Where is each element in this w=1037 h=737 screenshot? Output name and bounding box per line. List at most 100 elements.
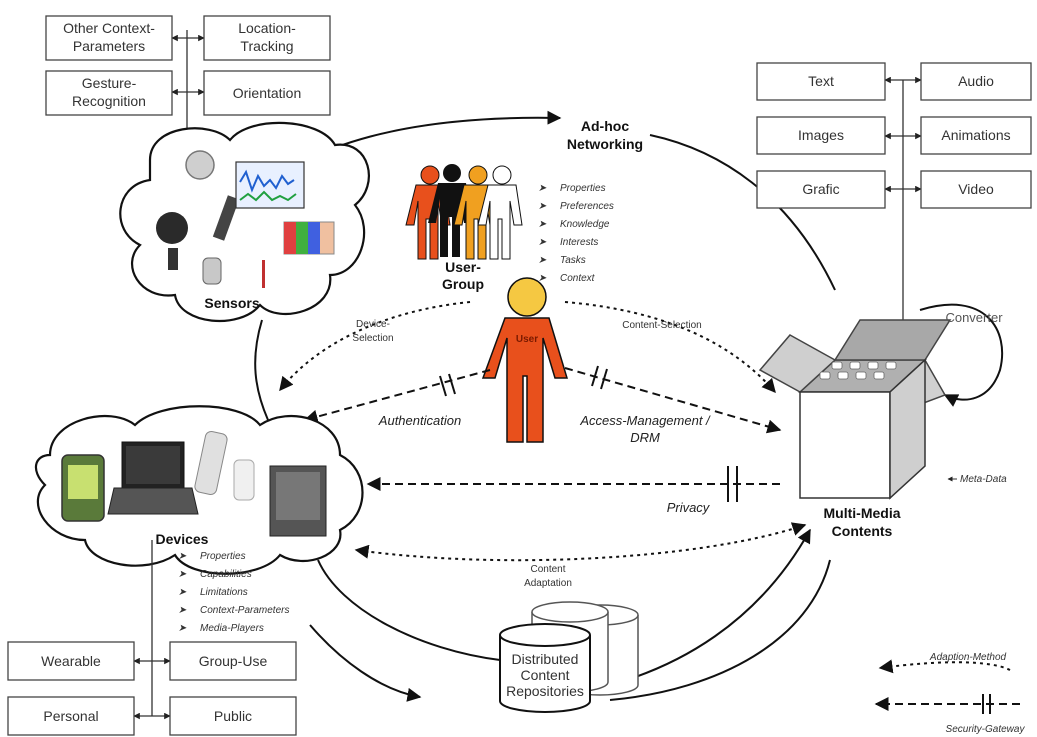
sensors-label: Sensors [204,295,259,311]
user-group-attribute-bullet-icon: ➤ [538,219,547,230]
text-label: Text [808,73,834,89]
grafic-label: Grafic [802,181,839,197]
public-box [169,696,297,736]
location-tracking-label-2: Tracking [240,38,293,54]
audio-box [920,62,1032,101]
device-attribute-bullet-icon: ➤ [178,569,187,580]
auth-security-gateway [439,373,456,397]
gesture-recognition-label-1: Gesture- [82,75,137,91]
repo-label-1: Distributed [512,651,579,667]
grafic-box [756,170,886,209]
user-label: User [516,334,538,345]
gesture-recognition-box [45,70,173,116]
group-use-label: Group-Use [199,653,268,669]
video-label: Video [958,181,994,197]
adhoc-label-1: Ad-hoc [581,118,629,134]
orientation-box [203,70,331,116]
gesture-recognition-label-2: Recognition [72,93,146,109]
access-management-label-2: DRM [630,430,660,445]
user-group-attribute-bullet-icon: ➤ [538,255,547,266]
images-box [756,116,886,155]
user-group-attribute-bullet-icon: ➤ [538,183,547,194]
personal-box [7,696,135,736]
wearable-box [7,641,135,681]
phone-icon [194,431,228,495]
other-context-label-2: Parameters [73,38,145,54]
user-group-label-1: User- [445,259,481,275]
privacy-security-gateway [727,466,738,502]
privacy-label: Privacy [667,500,711,515]
orientation-label: Orientation [233,85,301,101]
audio-label: Audio [958,73,994,89]
video-box [920,170,1032,209]
access-management-label-1: Access-Management / [579,413,711,428]
meta-data-label: Meta-Data [960,474,1007,485]
user-group-attribute-bullet-icon: ➤ [538,201,547,212]
camera-icon [156,212,188,244]
legend-security-gateway: Security-Gateway [946,724,1026,735]
device-attribute-item: Limitations [200,587,248,598]
user-group-attribute-item: Knowledge [560,219,610,230]
animations-box [920,116,1032,155]
content-adaptation-label-2: Adaptation [524,578,572,589]
media-type-boxes: Text Audio Images Animations Grafic Vide… [756,62,1032,320]
other-context-parameters-box [45,15,173,61]
user-group-attribute-item: Interests [560,237,598,248]
sensors-cloud: Sensors [119,121,370,323]
multimedia-label-1: Multi-Media [824,505,901,521]
repo-label-3: Repositories [506,683,584,699]
group-use-box [169,641,297,681]
devices-label: Devices [156,531,209,547]
images-label: Images [798,127,844,143]
device-selection-label-2: Selection [352,333,393,344]
user-group-attribute-item: Preferences [560,201,614,212]
device-category-boxes: Wearable Group-Use Personal Public [7,540,297,736]
device-selection-label-1: Device- [356,319,390,330]
authentication-label: Authentication [378,413,461,428]
location-tracking-label-1: Location- [238,20,296,36]
devices-cloud: Devices [34,405,364,575]
device-attribute-item: Capabilities [200,569,252,580]
content-repositories: Distributed Content Repositories [499,601,639,713]
user-group-attribute-list: ➤ Properties ➤ Preferences ➤ Knowledge ➤ Intere… [538,183,614,284]
user-group-figures: User- Group [405,164,523,292]
personal-label: Personal [43,708,98,724]
legend-adaptation-method: Adaption-Method [929,652,1007,663]
wearable-label: Wearable [41,653,101,669]
converter-label: Converter [945,310,1003,325]
device-attribute-item: Properties [200,551,246,562]
multimedia-box: Multi-Media Contents Converter Meta-Data [758,310,1007,539]
circular-flow-arrows [239,110,1004,702]
legend: Adaption-Method Security-Gateway [874,652,1026,735]
user-figure: User [481,277,569,443]
content-adaptation-label-1: Content [530,564,565,575]
location-tracking-box [203,15,331,61]
device-attribute-item: Context-Parameters [200,605,289,616]
device-attribute-bullet-icon: ➤ [178,587,187,598]
audio-waveform-icon [235,161,305,209]
mobile-icon [233,459,255,501]
adhoc-label-2: Networking [567,136,643,152]
sensor-parameter-boxes: Other Context- Parameters Location- Trac… [45,15,331,135]
access-security-gateway [591,365,608,390]
public-label: Public [214,708,252,724]
animations-label: Animations [941,127,1010,143]
device-attribute-bullet-icon: ➤ [178,551,187,562]
sensor-device-icon [185,150,215,180]
other-context-label-1: Other Context- [63,20,155,36]
device-attribute-bullet-icon: ➤ [178,605,187,616]
repo-label-2: Content [520,667,569,683]
multimedia-label-2: Contents [832,523,893,539]
device-attribute-list: ➤ Properties ➤ Capabilities ➤ Limitations ➤ Con… [178,551,289,634]
user-group-label-2: Group [442,276,484,292]
device-attribute-item: Media-Players [200,623,264,634]
user-group-attribute-bullet-icon: ➤ [538,273,547,284]
content-selection-label: Content-Selection [622,320,702,331]
user-group-attribute-item: Properties [560,183,606,194]
user-group-attribute-bullet-icon: ➤ [538,237,547,248]
remote-sensor-icon [202,257,222,285]
user-group-attribute-item: Tasks [560,255,586,266]
text-box [756,62,886,101]
device-attribute-bullet-icon: ➤ [178,623,187,634]
